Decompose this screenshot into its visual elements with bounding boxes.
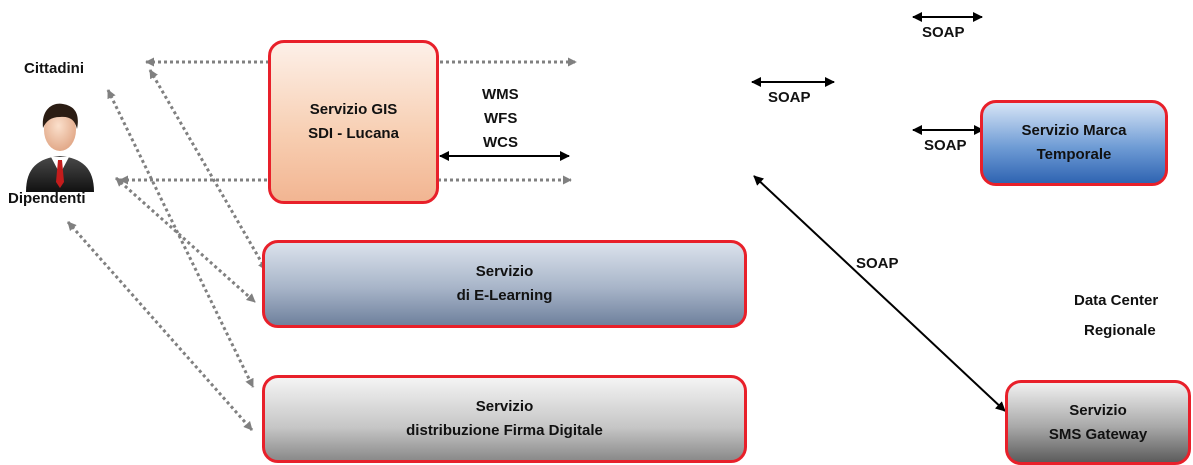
label-soap-sms: SOAP: [856, 255, 899, 272]
label-datacenter-line1: Data Center: [1074, 292, 1159, 309]
label-wfs: WFS: [484, 110, 518, 127]
servizio-gis-box[interactable]: Servizio GIS SDI - Lucana: [268, 40, 439, 204]
dotted-arrow-cittadini-firma: [106, 89, 255, 388]
arrow-soap-sms: [753, 175, 1006, 412]
gis-subtitle: SDI - Lucana: [308, 125, 399, 142]
label-dipendenti: Dipendenti: [8, 190, 86, 207]
elearning-subtitle: di E-Learning: [456, 287, 553, 304]
label-soap-top: SOAP: [922, 24, 965, 41]
firma-title: Servizio: [475, 398, 534, 415]
servizio-sms-box[interactable]: Servizio SMS Gateway: [1005, 380, 1191, 465]
sms-title: Servizio: [1069, 401, 1127, 419]
marca-subtitle: Temporale: [1036, 146, 1112, 163]
dotted-arrow-cittadini-gis: [148, 69, 268, 271]
label-wms: WMS: [482, 86, 519, 103]
servizio-elearning-box[interactable]: Servizio di E-Learning: [262, 240, 747, 328]
user-icon: [26, 103, 94, 192]
label-wcs: WCS: [483, 134, 518, 151]
label-cittadini: Cittadini: [24, 60, 84, 77]
label-soap-mid: SOAP: [768, 89, 811, 106]
servizio-marca-box[interactable]: Servizio Marca Temporale: [980, 100, 1168, 186]
elearning-title: Servizio: [475, 263, 534, 280]
dotted-arrow-dipendenti-elearning: [115, 176, 256, 304]
label-soap-marca: SOAP: [924, 137, 967, 154]
firma-subtitle: distribuzione Firma Digitale: [406, 422, 603, 439]
sms-subtitle: SMS Gateway: [1048, 425, 1148, 443]
gis-title: Servizio GIS: [309, 101, 398, 118]
dotted-arrow-dipendenti-firma: [66, 221, 254, 431]
marca-title: Servizio Marca: [1021, 122, 1127, 139]
servizio-firma-box[interactable]: Servizio distribuzione Firma Digitale: [262, 375, 747, 463]
label-datacenter-line2: Regionale: [1084, 322, 1156, 339]
